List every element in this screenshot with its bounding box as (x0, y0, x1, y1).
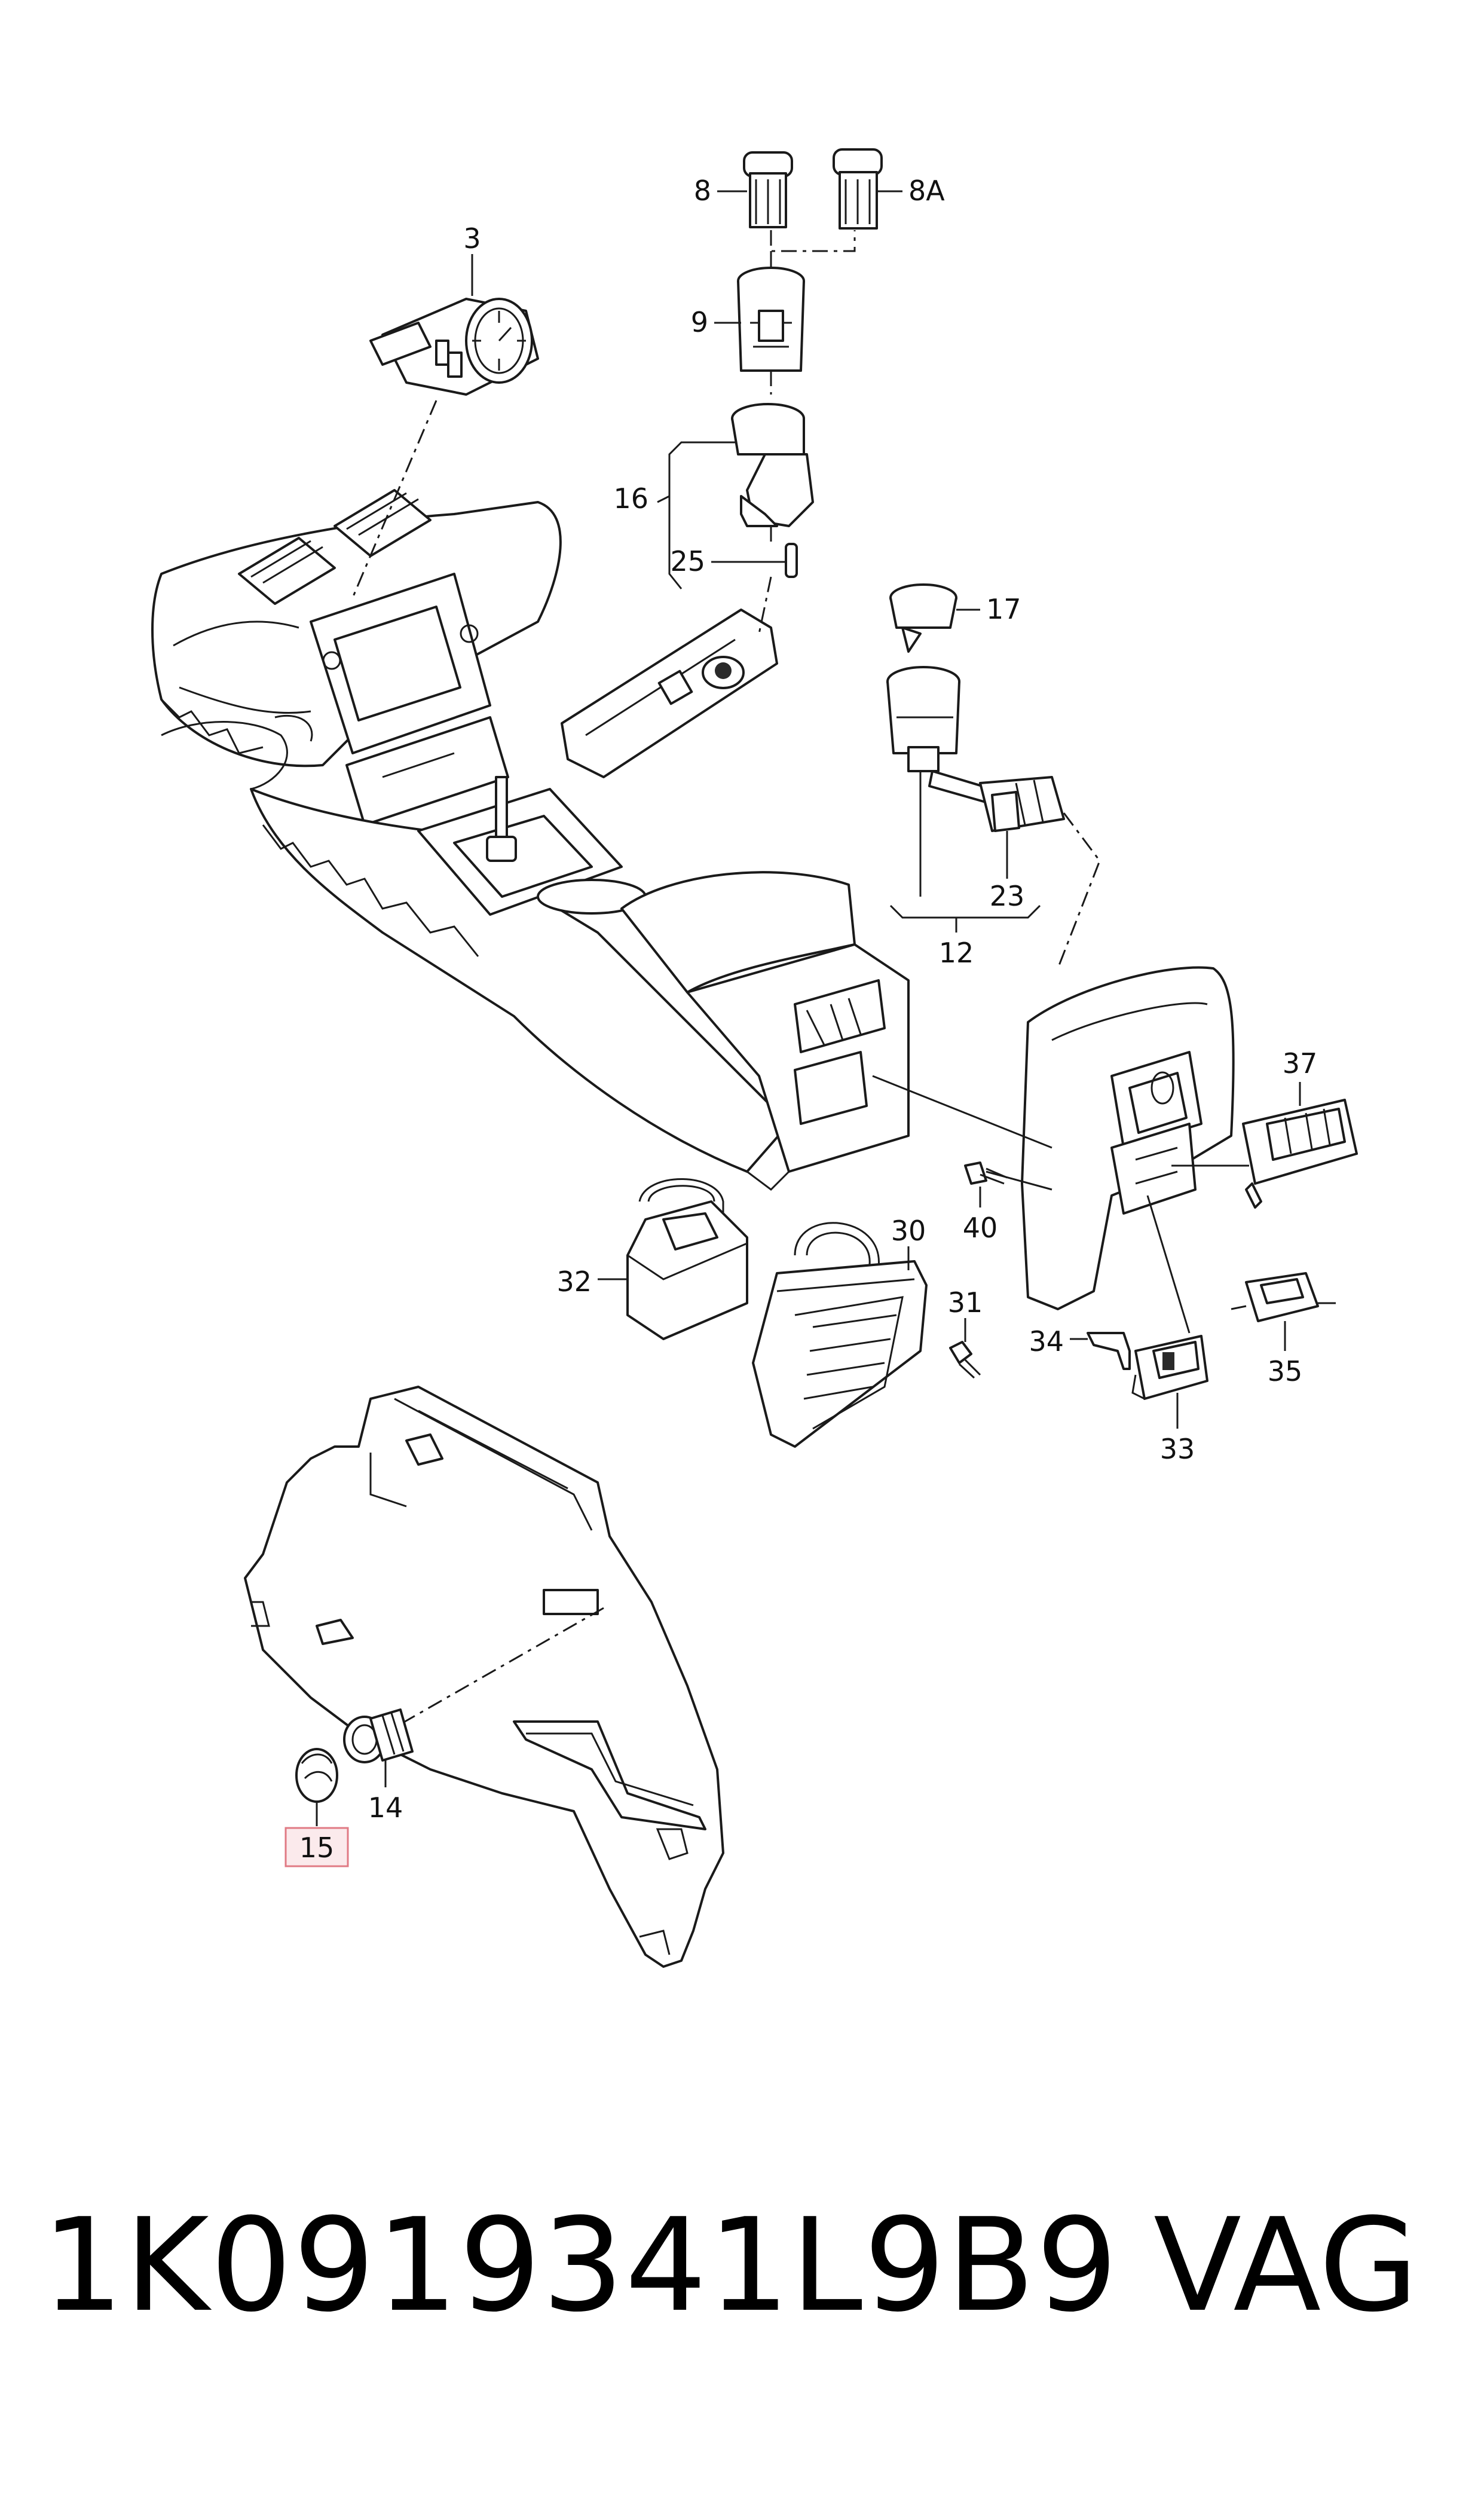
label-17: 17 (986, 593, 1021, 625)
label-9: 9 (691, 306, 708, 338)
label-23: 23 (990, 880, 1025, 912)
dashboard-console-drawing (151, 489, 910, 1191)
part-35-plug (1231, 1272, 1336, 1351)
part-33-switch (1131, 1335, 1208, 1429)
label-35: 35 (1268, 1355, 1303, 1387)
label-14: 14 (368, 1792, 403, 1824)
label-37: 37 (1283, 1047, 1318, 1080)
side-trim-panel (244, 1386, 724, 1968)
part-37-switch (1242, 1082, 1358, 1209)
part-25-clip (711, 526, 798, 634)
part-8-lighter-plug (717, 151, 793, 228)
label-15-highlight: 15 (284, 1827, 349, 1867)
part-34-bracket (1070, 1332, 1131, 1370)
highlight-box (284, 1827, 349, 1867)
callout-labels: 3 8 8A 9 16 25 17 23 12 37 40 32 30 31 3… (284, 175, 1318, 1867)
brand-name: VAG (1153, 2190, 1419, 2340)
footer: 1K0919341L9B9 VAG (0, 2176, 1484, 2355)
part-32-socket-panel (598, 1178, 748, 1340)
label-25: 25 (670, 545, 705, 577)
part-12-socket-assembly (886, 666, 1041, 933)
label-16: 16 (613, 482, 648, 515)
rear-console-cover (872, 966, 1249, 1334)
label-40: 40 (963, 1212, 998, 1244)
label-3: 3 (463, 222, 481, 255)
label-34: 34 (1029, 1325, 1064, 1358)
label-12: 12 (939, 937, 974, 969)
label-30: 30 (891, 1215, 926, 1247)
part-17-ring (889, 583, 980, 653)
part-3-clock (351, 254, 539, 598)
part-number: 1K0919341L9B9 (42, 2190, 1119, 2340)
label-33: 33 (1160, 1433, 1195, 1465)
part-14-socket (343, 1708, 414, 1787)
part-8a-socket-cap (833, 148, 902, 230)
part-31-screw (949, 1318, 981, 1379)
parts-diagram: 3 8 8A 9 16 25 17 23 12 37 40 32 30 31 3… (151, 148, 1358, 1968)
label-31: 31 (948, 1286, 983, 1319)
part-16-socket-housing (657, 403, 814, 589)
part-30-ashtray (752, 1222, 928, 1448)
label-8: 8 (694, 175, 711, 207)
part-40-screw (964, 1161, 1008, 1207)
label-8a: 8A (908, 175, 945, 207)
part-23-connector (979, 776, 1101, 969)
label-32: 32 (556, 1265, 592, 1298)
label-15: 15 (299, 1832, 335, 1864)
part-9-socket (714, 251, 805, 395)
part-15-cap (295, 1748, 338, 1826)
